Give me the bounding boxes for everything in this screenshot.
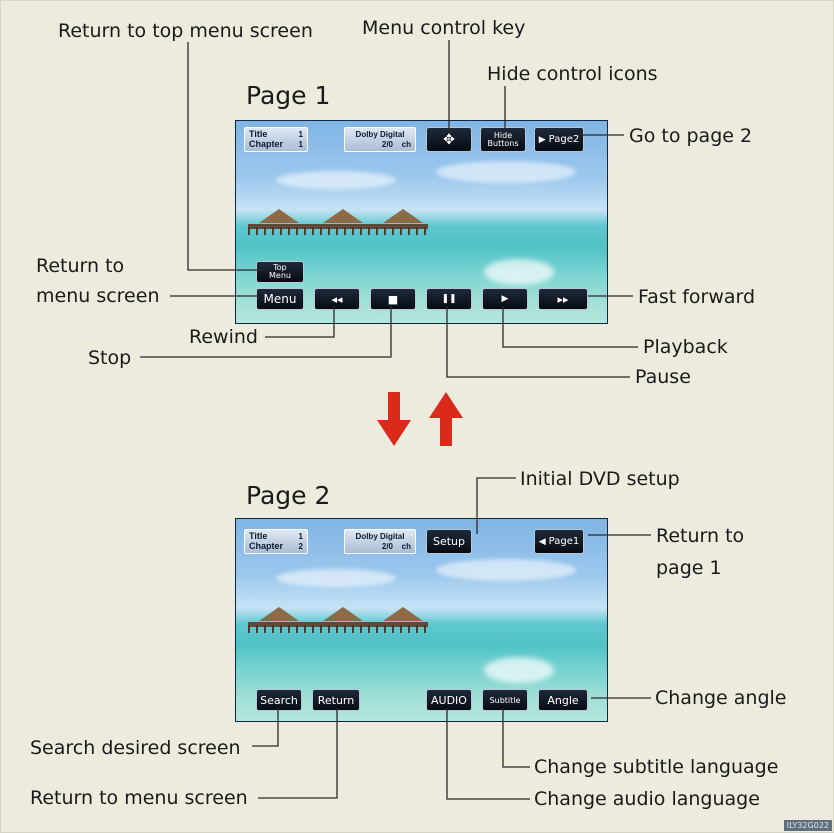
prev-page-label: Page1 [548,536,580,547]
title-chapter-button[interactable]: Title 1 Chapter 1 [244,127,308,152]
callout-return-to: Return to [36,255,125,277]
pause-button[interactable]: ❚❚ [426,288,472,310]
cloud [436,559,576,581]
title-number: 1 [298,532,303,541]
hut [323,209,363,223]
dolby-label: Dolby Digital [355,130,405,139]
callout-return-top-menu: Return to top menu screen [58,20,313,42]
callout-return-to-page1-line1: Return to [656,525,745,547]
dpad-icon: ✥ [443,131,455,148]
callout-fast-forward: Fast forward [638,286,756,308]
callout-return-to-menu-screen: Return to menu screen [30,787,248,809]
hide-label: Hide [493,130,513,140]
play-button[interactable]: ▶ [482,288,528,310]
pilings [248,625,428,633]
audio-channel-value: 2/0 [381,140,393,149]
callout-playback: Playback [643,336,728,358]
return-button[interactable]: Return [312,689,360,711]
hut [383,209,423,223]
rewind-button[interactable]: ◂◂ [314,288,360,310]
audio-button[interactable]: AUDIO [426,689,472,711]
overwater-huts [248,195,428,235]
overwater-huts [248,593,428,633]
water-splash [484,259,554,285]
pause-icon: ❚❚ [441,294,457,304]
play-icon: ▶ [501,294,509,304]
figure-code: ILY32G022 [783,820,832,831]
top-label: Top [273,263,287,272]
hut [323,607,363,621]
callout-menu-control-key: Menu control key [362,17,526,39]
prev-page-button[interactable]: ◀ Page1 [534,529,584,554]
audio-format-button[interactable]: Dolby Digital 2/0 ch [344,127,416,152]
callout-menu-screen: menu screen [36,285,160,307]
callout-initial-dvd-setup: Initial DVD setup [520,468,680,490]
menu-button[interactable]: Menu [256,288,304,310]
chapter-label: Chapter [249,541,284,551]
fast-forward-button[interactable]: ▸▸ [538,288,588,310]
callout-change-angle: Change angle [655,687,787,709]
subtitle-button[interactable]: Subtitle [482,689,528,711]
cloud [436,161,576,183]
buttons-label: Buttons [487,138,519,148]
fast-forward-icon: ▸▸ [557,292,569,306]
callout-change-subtitle-language: Change subtitle language [534,756,779,778]
title-chapter-button[interactable]: Title 1 Chapter 2 [244,529,308,554]
play-right-icon: ▶ [538,134,546,145]
water-splash [484,657,554,683]
stop-icon: ■ [387,292,399,306]
chapter-label: Chapter [249,139,284,149]
callout-stop: Stop [88,347,132,369]
callout-pause: Pause [635,366,691,388]
hide-buttons-button[interactable]: Hide Buttons [480,127,526,152]
hut [259,209,299,223]
chapter-number: 2 [298,542,303,551]
next-page-button[interactable]: ▶ Page2 [534,127,584,152]
audio-channel-unit: ch [401,140,411,149]
pilings [248,227,428,235]
page1-title: Page 1 [246,81,331,110]
top-menu-button[interactable]: Top Menu [256,261,304,283]
title-label: Title [249,129,268,139]
rewind-icon: ◂◂ [331,292,343,306]
search-button[interactable]: Search [256,689,302,711]
audio-format-button[interactable]: Dolby Digital 2/0 ch [344,529,416,554]
cloud [276,569,396,587]
menu-control-key-button[interactable]: ✥ [426,127,472,152]
setup-button[interactable]: Setup [426,529,472,554]
audio-channel-unit: ch [401,542,411,551]
callout-hide-control-icons: Hide control icons [487,63,658,85]
audio-channel-value: 2/0 [381,542,393,551]
pier [248,622,428,627]
title-label: Title [249,531,268,541]
hut [383,607,423,621]
hut [259,607,299,621]
callout-change-audio-language: Change audio language [534,788,760,810]
next-page-label: Page2 [548,134,580,145]
page2-title: Page 2 [246,481,331,510]
menu-sub-label: Menu [269,271,291,280]
chapter-number: 1 [298,140,303,149]
dolby-label: Dolby Digital [355,532,405,541]
pier [248,224,428,229]
stop-button[interactable]: ■ [370,288,416,310]
cloud [276,171,396,189]
callout-rewind: Rewind [189,326,258,348]
callout-return-to-page1-line2: page 1 [656,557,722,579]
title-number: 1 [298,130,303,139]
play-left-icon: ◀ [538,536,546,547]
callout-go-to-page-2: Go to page 2 [629,125,753,147]
callout-search-desired-screen: Search desired screen [30,737,241,759]
angle-button[interactable]: Angle [538,689,588,711]
page2-screen: Title 1 Chapter 2 Dolby Digital 2/0 ch S… [235,518,608,722]
page1-screen: Title 1 Chapter 1 Dolby Digital 2/0 ch ✥… [235,120,608,324]
